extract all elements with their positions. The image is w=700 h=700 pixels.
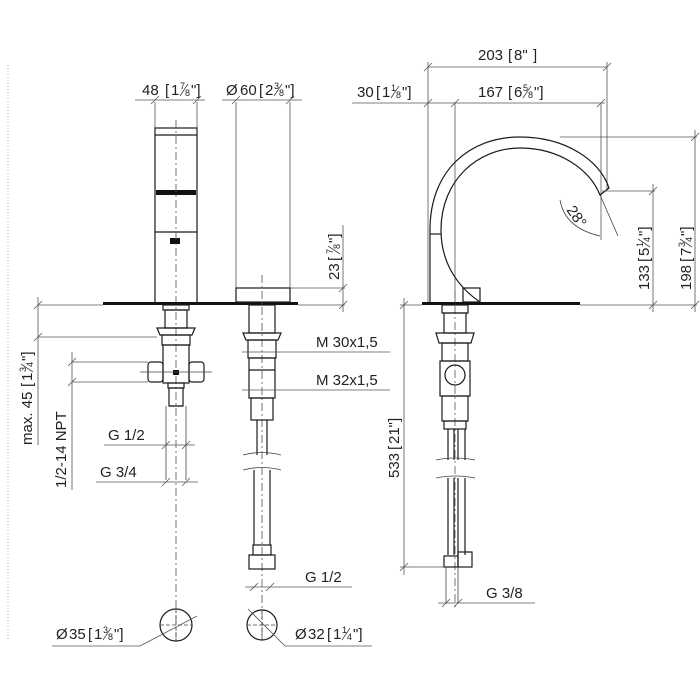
svg-text:[: [ [165,82,170,99]
dim-203-text: 203 [478,47,503,64]
svg-text:"]: "] [636,227,653,237]
svg-text:8: 8 [332,244,342,249]
dim-198: 198 [ 7 3 4 "] [677,227,695,291]
npt-label: 1/2-14 NPT [53,411,70,488]
svg-text:8: 8 [279,88,284,98]
spout-arc [429,136,610,303]
svg-text:[: [ [88,626,93,643]
svg-text:4: 4 [642,237,652,242]
svg-text:3: 3 [677,242,687,247]
svg-text:1: 1 [171,82,179,99]
indicator-mark [170,238,180,244]
g12-left-label: G 1/2 [108,427,145,444]
svg-text:3: 3 [103,625,108,635]
svg-text:1: 1 [391,83,396,93]
svg-text:8: 8 [396,90,401,100]
svg-text:4: 4 [684,237,694,242]
svg-text:[: [ [508,47,513,64]
svg-text:1: 1 [342,625,347,635]
dim-533: 533 [ 21" ] [386,418,403,478]
spout-side-view: 203 [ 8" ] 30 [ 1 1 8 "] 167 [ 6 5 8 "] … [352,47,700,610]
svg-text:1: 1 [382,84,390,101]
svg-text:4: 4 [347,632,352,642]
svg-text:"]: "] [678,227,695,237]
svg-text:"]: "] [19,352,36,362]
svg-text:[: [ [19,382,36,387]
m30-label: M 30x1,5 [316,334,378,351]
svg-text:1: 1 [635,242,645,247]
svg-text:35: 35 [69,626,86,643]
dim-167-text: 167 [478,84,503,101]
svg-text:[: [ [327,626,332,643]
dim-23: 23 [ 7 8 "] [325,234,343,281]
svg-text:1: 1 [94,626,102,643]
dim-60-text: 60 [240,82,257,99]
svg-text:5: 5 [636,248,653,256]
svg-text:"]: "] [285,82,295,99]
svg-text:[: [ [636,257,653,262]
svg-text:"]: "] [191,82,201,99]
svg-text:"]: "] [326,234,343,244]
svg-text:[: [ [508,84,513,101]
dim-48-text: 48 [142,82,159,99]
svg-text:4: 4 [25,362,35,367]
svg-text:"]: "] [353,626,363,643]
svg-text:"]: "] [534,84,544,101]
svg-text:7: 7 [180,81,185,91]
m32-label: M 32x1,5 [316,372,378,389]
g38-label: G 3/8 [486,585,523,602]
svg-text:[: [ [259,82,264,99]
svg-text:"]: "] [402,84,412,101]
svg-text:]: ] [533,47,537,64]
svg-text:1: 1 [19,373,36,381]
spout-base-ring [235,287,291,303]
svg-text:6: 6 [514,84,522,101]
svg-text:5: 5 [523,83,528,93]
handle-band [156,190,196,195]
svg-text:Ø: Ø [295,626,307,643]
svg-text:198: 198 [678,265,695,290]
handle-view: 48 [ 1 7 8 "] [18,81,298,647]
svg-text:133: 133 [636,265,653,290]
svg-text:Ø: Ø [56,626,68,643]
svg-text:[: [ [376,84,381,101]
svg-text:8": 8" [514,47,528,64]
dim-133: 133 [ 5 1 4 "] [635,227,653,291]
svg-text:2: 2 [265,82,273,99]
svg-text:[: [ [386,445,403,450]
svg-text:3: 3 [18,367,28,372]
svg-text:21": 21" [386,422,403,444]
spout-base-view: Ø 60 [ 2 3 8 "] 23 [ 7 8 "] [222,81,390,647]
angle-28-label: 28° [563,203,590,231]
svg-text:Ø: Ø [226,82,238,99]
svg-text:[: [ [678,257,695,262]
svg-text:max. 45: max. 45 [19,392,36,445]
svg-text:[: [ [326,256,343,261]
svg-text:23: 23 [326,263,343,280]
svg-text:8: 8 [108,632,113,642]
g34-label: G 3/4 [100,464,137,481]
svg-text:3: 3 [274,81,279,91]
svg-text:8: 8 [528,90,533,100]
svg-text:1: 1 [333,626,341,643]
lock-nut [156,327,196,336]
g12-mid-label: G 1/2 [305,569,342,586]
svg-text:8: 8 [185,88,190,98]
svg-text:7: 7 [678,248,695,256]
deck-plate [103,302,298,305]
svg-text:"]: "] [114,626,124,643]
svg-text:7: 7 [325,249,335,254]
svg-text:533: 533 [386,453,403,478]
svg-text:]: ] [386,418,403,422]
dim-max45: max. 45 [ 1 3 4 "] [18,352,36,446]
dim-30-text: 30 [357,84,374,101]
svg-text:32: 32 [308,626,325,643]
